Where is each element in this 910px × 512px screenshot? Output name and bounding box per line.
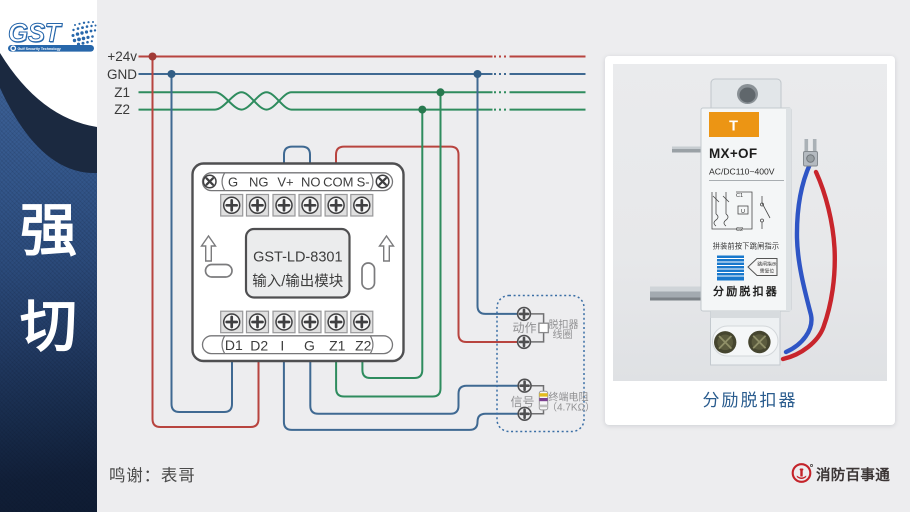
svg-text:GND: GND xyxy=(107,67,137,82)
svg-text:D2: D2 xyxy=(250,337,268,353)
svg-text:Z2: Z2 xyxy=(114,102,130,117)
svg-text:GST: GST xyxy=(9,19,64,49)
svg-text:GST: GST xyxy=(8,18,63,48)
svg-text:G: G xyxy=(304,337,315,353)
svg-text:Gulf Security Technology: Gulf Security Technology xyxy=(18,47,61,51)
svg-text:T: T xyxy=(729,119,738,135)
svg-text:输入/输出模块: 输入/输出模块 xyxy=(252,273,344,290)
svg-text:I: I xyxy=(280,337,284,353)
svg-text:拼装前按下跳闸指示: 拼装前按下跳闸指示 xyxy=(713,242,780,251)
svg-text:动作: 动作 xyxy=(512,321,536,335)
svg-text:脱扣器: 脱扣器 xyxy=(549,318,579,331)
svg-text:Z1: Z1 xyxy=(329,337,346,353)
svg-text:G: G xyxy=(228,174,238,189)
svg-text:MX+OF: MX+OF xyxy=(709,146,757,161)
svg-text:D1: D1 xyxy=(225,337,243,353)
svg-text:+24v: +24v xyxy=(107,49,137,64)
svg-text:NO: NO xyxy=(301,174,321,189)
svg-text:C2: C2 xyxy=(736,227,743,233)
svg-text:跳闸指示: 跳闸指示 xyxy=(757,261,776,268)
svg-text:V+: V+ xyxy=(277,174,293,189)
svg-text:U: U xyxy=(741,209,745,215)
svg-text:C1: C1 xyxy=(736,193,743,199)
svg-text:NG: NG xyxy=(249,174,269,189)
svg-text:信号: 信号 xyxy=(510,395,534,409)
svg-text:Z1: Z1 xyxy=(114,85,130,100)
svg-text:GST-LD-8301: GST-LD-8301 xyxy=(253,250,342,266)
svg-text:线圈: 线圈 xyxy=(553,328,573,341)
svg-text:COM: COM xyxy=(323,174,353,189)
svg-text:AC/DC110~400V: AC/DC110~400V xyxy=(709,167,775,177)
svg-text:（4.7KΩ）: （4.7KΩ） xyxy=(547,401,595,413)
svg-text:分励脱扣器: 分励脱扣器 xyxy=(713,284,779,298)
svg-text:Z2: Z2 xyxy=(355,337,372,353)
svg-text:S-: S- xyxy=(357,174,370,189)
svg-text:终端电阻: 终端电阻 xyxy=(549,391,589,404)
svg-text:需复位: 需复位 xyxy=(760,268,775,275)
